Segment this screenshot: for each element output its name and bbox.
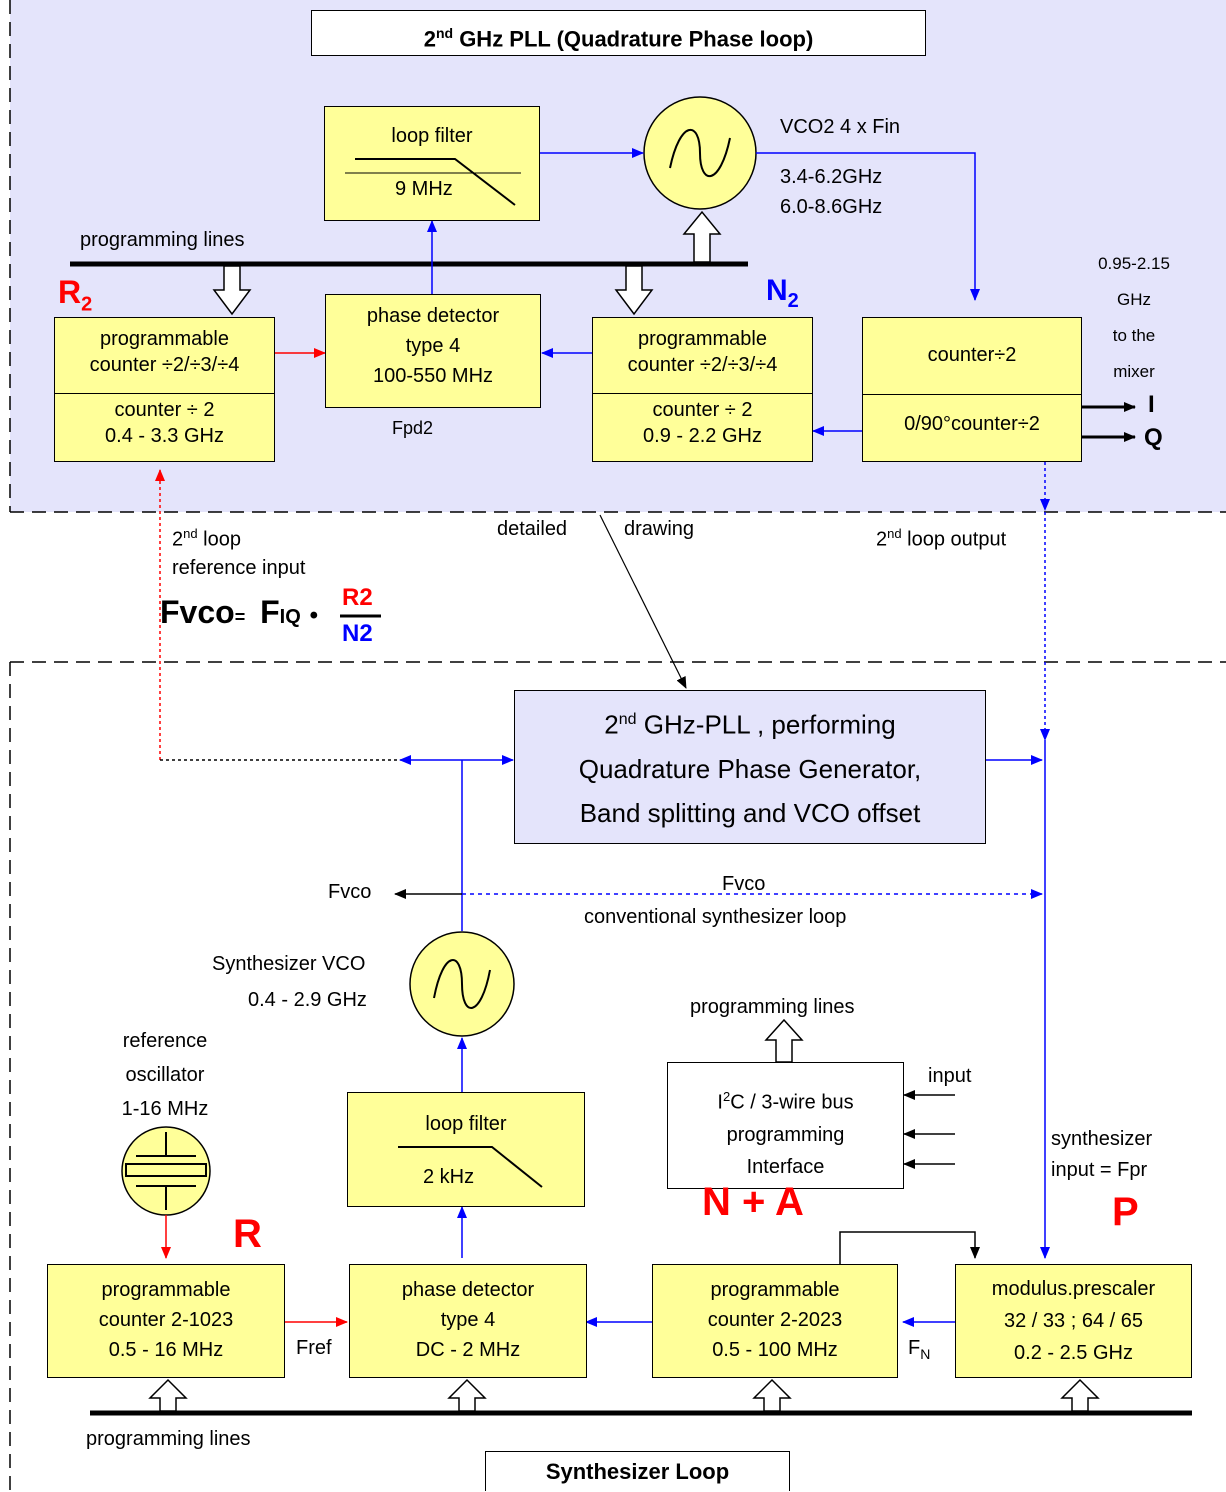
fn-label: FN (908, 1337, 931, 1362)
bus-interface: I2C / 3-wire bus programming Interface (667, 1062, 904, 1189)
formula: Fvco= FIQ • (160, 594, 319, 630)
fpd2-label: Fpd2 (392, 418, 434, 438)
counter-div2: counter÷2 0/90°counter÷2 (862, 317, 1082, 462)
ref-input-label-1: 2nd loop (172, 526, 241, 551)
loop-filter-9mhz: loop filter 9 MHz (324, 106, 540, 221)
na-label: N + A (702, 1180, 804, 1224)
second-pll-box: 2nd GHz-PLL , performing Quadrature Phas… (514, 690, 986, 844)
p-label: P (1112, 1190, 1139, 1234)
output-i: I (1148, 391, 1155, 418)
programming-lines-upper: programming lines (80, 229, 245, 251)
output-q: Q (1144, 424, 1163, 451)
synth-input-label-2: input = Fpr (1051, 1159, 1148, 1181)
r-label: R (233, 1212, 262, 1256)
vco2-range2: 6.0-8.6GHz (780, 196, 883, 218)
lowpass-icon (345, 158, 521, 206)
fvco-left: Fvco (328, 881, 372, 903)
detailed-label: detailed (497, 518, 568, 540)
counter-r2: programmable counter ÷2/÷3/÷4 counter ÷ … (54, 317, 275, 462)
programming-lines-lower: programming lines (86, 1428, 251, 1450)
synth-vco-label-1: Synthesizer VCO (212, 953, 366, 975)
counter-na: programmable counter 2-2023 0.5 - 100 MH… (652, 1264, 898, 1378)
vco2-label: VCO2 4 x Fin (780, 116, 901, 138)
mixer-note: 0.95-2.15 GHz to the mixer (1098, 254, 1170, 381)
synth-vco-label-2: 0.4 - 2.9 GHz (248, 989, 367, 1011)
formula-numerator: R2 (342, 584, 373, 611)
r2-label: R2 (58, 274, 93, 316)
prescaler: modulus.prescaler 32 / 33 ; 64 / 65 0.2 … (955, 1264, 1192, 1378)
vco2-range1: 3.4-6.2GHz (780, 166, 883, 188)
lowpass-icon (398, 1146, 543, 1188)
n2-label: N2 (766, 274, 799, 312)
upper-title: 2nd GHz PLL (Quadrature Phase loop) (311, 10, 926, 56)
programming-lines-bus-label: programming lines (690, 996, 855, 1018)
synth-input-label-1: synthesizer (1051, 1128, 1153, 1150)
phase-detector-2: phase detector type 4 100-550 MHz (325, 294, 541, 408)
counter-n2: programmable counter ÷2/÷3/÷4 counter ÷ … (592, 317, 813, 462)
phase-detector-1: phase detector type 4 DC - 2 MHz (349, 1264, 587, 1378)
loop-output-label: 2nd loop output (876, 526, 1007, 551)
input-label: input (928, 1065, 972, 1087)
ref-input-label-2: reference input (172, 557, 306, 579)
fvco-mid: Fvco (722, 873, 766, 895)
synthesizer-loop-title: Synthesizer Loop (485, 1451, 790, 1491)
formula-denominator: N2 (342, 620, 373, 647)
counter-r: programmable counter 2-1023 0.5 - 16 MHz (47, 1264, 285, 1378)
conventional-loop-label: conventional synthesizer loop (584, 906, 847, 928)
loop-filter-2khz: loop filter 2 kHz (347, 1092, 585, 1207)
drawing-label: drawing (624, 518, 695, 540)
ref-osc-label: reference oscillator 1-16 MHz (121, 1030, 209, 1120)
fref-label: Fref (296, 1337, 332, 1359)
